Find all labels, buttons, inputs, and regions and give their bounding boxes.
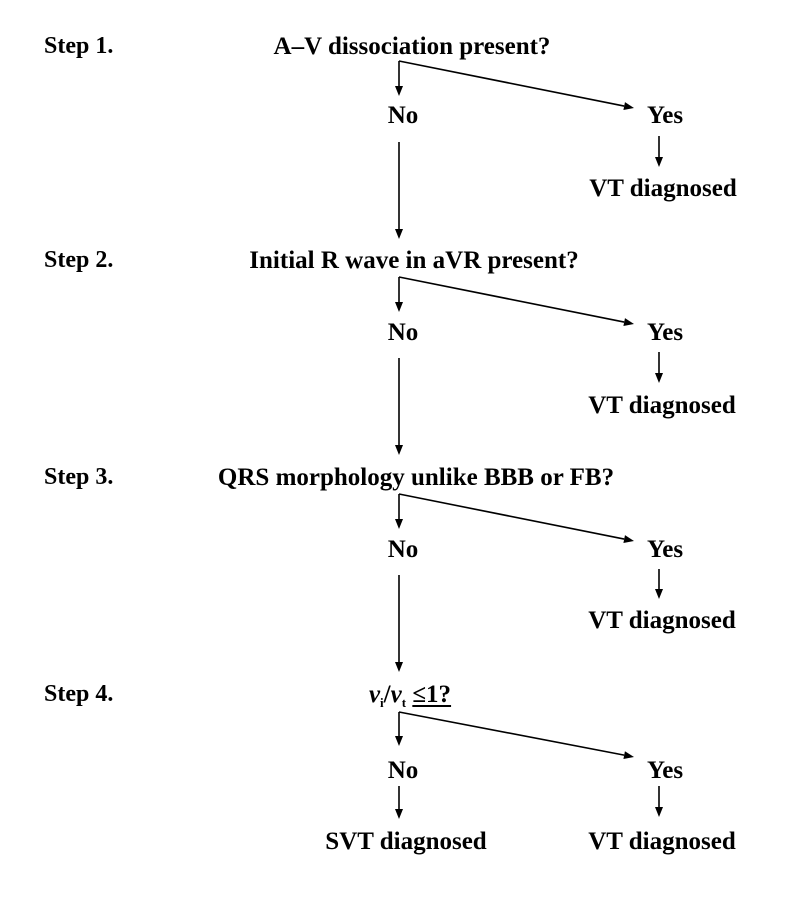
step-1-to-yes-arrow xyxy=(398,60,634,110)
step-4-to-no-arrow xyxy=(395,712,403,746)
step-3-to-no-arrow xyxy=(395,494,403,529)
step-4-question: vi/vt ≤1? xyxy=(368,681,452,710)
step-2-label: Step 2. xyxy=(44,247,114,273)
step-4-yes-to-vt-arrow xyxy=(655,786,663,817)
step-4-v-t: v xyxy=(390,681,402,708)
step-2-no-to-step-3-arrow xyxy=(395,358,403,455)
step-2-question: Initial R wave in aVR present? xyxy=(249,247,579,274)
step-4-yes: Yes xyxy=(646,757,684,784)
step-4-vt-diagnosed: VT diagnosed xyxy=(588,828,736,855)
step-2-to-yes-arrow xyxy=(398,276,634,326)
step-4-label: Step 4. xyxy=(44,681,114,707)
step-3-yes: Yes xyxy=(646,536,684,563)
step-2-yes: Yes xyxy=(646,319,684,346)
step-3-yes-to-vt-arrow xyxy=(655,569,663,599)
step-4-sub-i: i xyxy=(380,695,384,710)
step-4-svt-diagnosed: SVT diagnosed xyxy=(325,828,487,855)
step-1-label: Step 1. xyxy=(44,33,114,59)
step-1-to-no-arrow xyxy=(395,61,403,96)
step-3-no: No xyxy=(387,536,419,563)
step-3-question: QRS morphology unlike BBB or FB? xyxy=(217,464,615,491)
step-4-sub-t: t xyxy=(401,695,407,710)
step-1-yes-to-vt-arrow xyxy=(655,136,663,167)
step-4-no: No xyxy=(387,757,419,784)
step-2-to-no-arrow xyxy=(395,277,403,312)
step-3-to-yes-arrow xyxy=(398,493,634,543)
step-3-label: Step 3. xyxy=(44,464,114,490)
step-1-vt-diagnosed: VT diagnosed xyxy=(589,175,737,202)
step-1-question: A–V dissociation present? xyxy=(273,33,551,60)
step-4-inequality: ≤1? xyxy=(412,681,452,708)
step-3-no-to-step-4-arrow xyxy=(395,575,403,672)
step-4-no-to-svt-arrow xyxy=(395,786,403,819)
step-2-vt-diagnosed: VT diagnosed xyxy=(588,392,736,419)
step-4-v-i: v xyxy=(368,681,381,708)
step-1-no: No xyxy=(387,102,419,129)
step-2-yes-to-vt-arrow xyxy=(655,352,663,383)
step-2-no: No xyxy=(387,319,419,346)
step-1-yes: Yes xyxy=(646,102,684,129)
step-1-no-to-step-2-arrow xyxy=(395,142,403,239)
step-4-to-yes-arrow xyxy=(398,711,634,760)
step-4-slash: / xyxy=(383,681,391,708)
step-3-vt-diagnosed: VT diagnosed xyxy=(588,607,736,634)
